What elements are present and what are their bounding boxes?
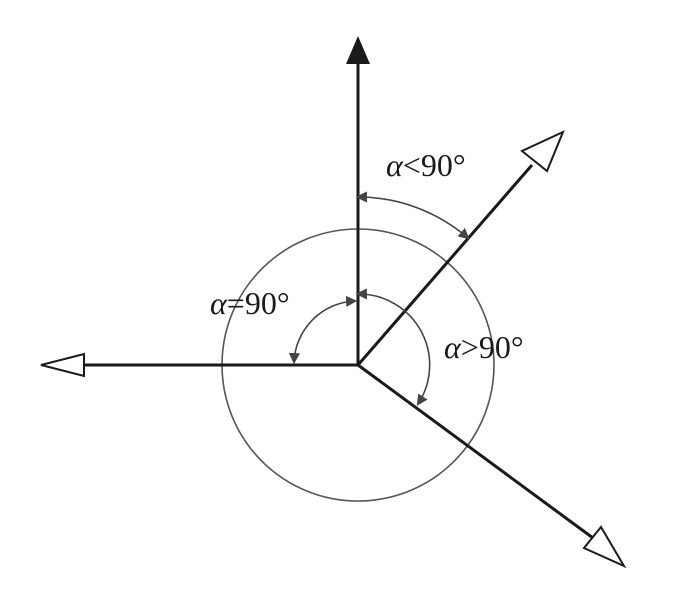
acute-vector-arrowhead bbox=[520, 130, 565, 173]
right-angle-text: =90° bbox=[227, 285, 290, 321]
acute-angle-symbol: α bbox=[386, 147, 404, 183]
vertical-axis-arrowhead bbox=[346, 36, 370, 64]
right-angle-symbol: α bbox=[210, 285, 228, 321]
obtuse-angle-label: α>90° bbox=[444, 329, 524, 365]
obtuse-angle-arc bbox=[355, 288, 431, 406]
right-angle-arc bbox=[288, 295, 358, 365]
obtuse-vector bbox=[357, 363, 594, 540]
acute-angle-arc bbox=[355, 191, 470, 240]
obtuse-angle-text: >90° bbox=[461, 329, 524, 365]
acute-angle-label: α<90° bbox=[386, 147, 466, 183]
right-angle-label: α=90° bbox=[210, 285, 290, 321]
obtuse-angle-symbol: α bbox=[444, 329, 462, 365]
left-vector-arrowhead bbox=[40, 352, 85, 378]
obtuse-vector-arrowhead bbox=[582, 525, 627, 569]
acute-angle-text: <90° bbox=[403, 147, 466, 183]
